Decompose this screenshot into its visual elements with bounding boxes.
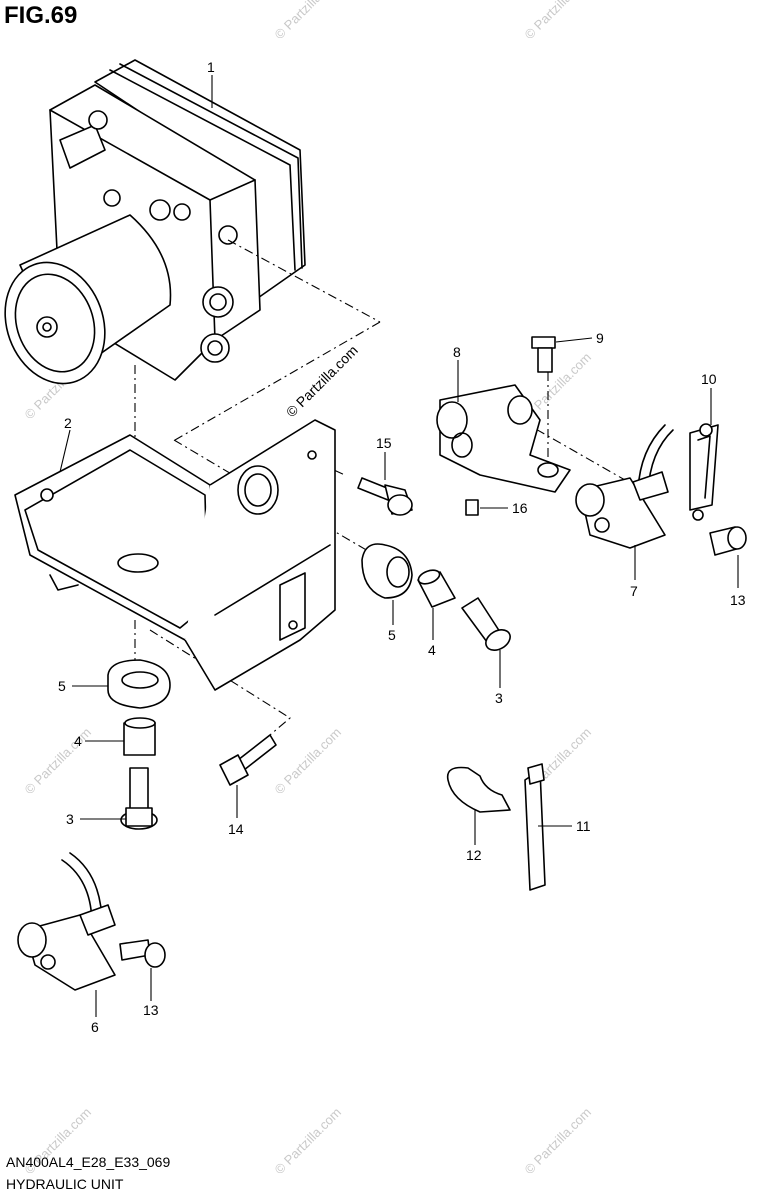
callout-14: 14 <box>228 821 244 837</box>
callout-13: 13 <box>730 592 746 608</box>
figure-code: AN400AL4_E28_E33_069 <box>6 1154 171 1170</box>
grommet-drawing <box>107 543 413 709</box>
collar-drawing <box>123 569 456 756</box>
callout-11: 11 <box>576 818 591 834</box>
hydraulic-unit-drawing <box>4 59 381 385</box>
figure-name: HYDRAULIC UNIT <box>6 1176 124 1192</box>
callout-2: 2 <box>64 415 72 431</box>
callout-labels: 1 2 3 3 4 4 5 5 6 7 8 9 10 11 12 13 13 1… <box>58 59 746 1035</box>
watermark-text: © Partzilla.com <box>272 1105 345 1178</box>
callout-3: 3 <box>66 811 74 827</box>
watermark-text: © Partzilla.com <box>272 0 345 42</box>
callout-9: 9 <box>596 330 604 346</box>
bolt-13-drawing <box>119 526 747 968</box>
bracket-drawing <box>14 419 336 691</box>
sensor-bracket-drawing <box>436 336 571 516</box>
callout-1: 1 <box>207 59 215 75</box>
callout-5: 5 <box>58 678 66 694</box>
callout-5: 5 <box>388 627 396 643</box>
bolt-15-drawing <box>357 477 413 516</box>
watermark-text: © Partzilla.com <box>522 1105 595 1178</box>
bolt-drawing <box>120 597 511 830</box>
wheel-sensor-6-drawing <box>17 852 116 991</box>
clamp-10-drawing <box>689 423 719 521</box>
watermark-text: © Partzilla.com <box>522 0 595 42</box>
bolt-14-drawing <box>219 734 277 786</box>
clip-12-drawing <box>446 766 511 813</box>
callout-16: 16 <box>512 500 528 516</box>
callout-3: 3 <box>495 690 503 706</box>
callout-15: 15 <box>376 435 392 451</box>
callout-7: 7 <box>630 583 638 599</box>
callout-10: 10 <box>701 371 717 387</box>
callout-8: 8 <box>453 344 461 360</box>
callout-12: 12 <box>466 847 482 863</box>
wheel-sensor-7-drawing <box>575 424 674 549</box>
callout-4: 4 <box>428 642 436 658</box>
leader-lines <box>59 75 739 1017</box>
watermark-text-dark: © Partzilla.com <box>283 342 361 420</box>
cable-tie-11-drawing <box>524 763 546 891</box>
callout-4: 4 <box>74 733 82 749</box>
watermark-text: © Partzilla.com <box>22 725 95 798</box>
watermark-text: © Partzilla.com <box>272 725 345 798</box>
figure-title: FIG.69 <box>4 2 78 29</box>
callout-13: 13 <box>143 1002 159 1018</box>
callout-6: 6 <box>91 1019 99 1035</box>
